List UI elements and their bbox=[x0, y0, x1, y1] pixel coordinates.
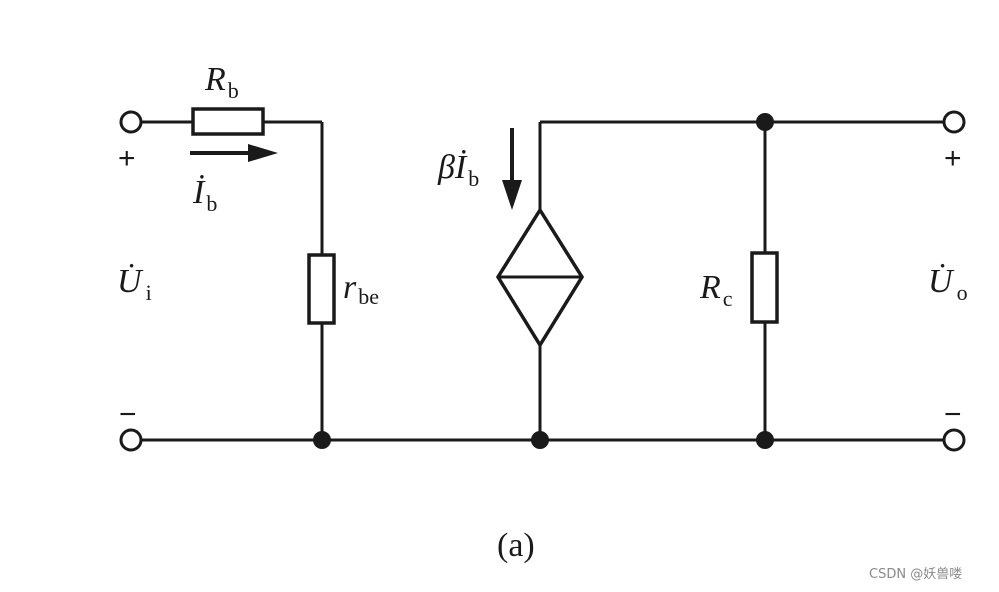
junction-node-source bbox=[531, 431, 549, 449]
figure-caption: (a) bbox=[497, 527, 535, 564]
junction-node-rc-top bbox=[756, 113, 774, 131]
terminal-input-bottom bbox=[119, 428, 143, 452]
junction-node-rbe bbox=[313, 431, 331, 449]
resistor-rb bbox=[191, 107, 265, 136]
sign-output-plus: + bbox=[944, 142, 962, 175]
terminal-output-top bbox=[942, 110, 966, 134]
sign-output-minus: − bbox=[944, 398, 962, 431]
dependent-current-source bbox=[495, 206, 585, 349]
label-ib: İb bbox=[192, 174, 217, 216]
resistor-rc bbox=[750, 251, 779, 324]
sign-input-plus: + bbox=[118, 142, 136, 175]
terminal-input-top bbox=[119, 110, 143, 134]
resistor-rbe bbox=[307, 253, 336, 325]
label-rbe: rbe bbox=[343, 269, 379, 309]
ib-arrow-icon bbox=[190, 144, 278, 162]
watermark: CSDN @妖兽喽 bbox=[869, 567, 962, 582]
label-beta-ib: βİb bbox=[437, 149, 479, 191]
terminal-output-bottom bbox=[942, 428, 966, 452]
sign-input-minus: − bbox=[119, 398, 137, 431]
label-rc: Rc bbox=[699, 269, 733, 311]
junction-node-rc-bottom bbox=[756, 431, 774, 449]
beta-ib-arrow-icon bbox=[502, 128, 522, 210]
label-uo: U̇o bbox=[928, 263, 968, 305]
label-rb: Rb bbox=[204, 61, 239, 103]
label-ui: U̇i bbox=[117, 263, 152, 305]
